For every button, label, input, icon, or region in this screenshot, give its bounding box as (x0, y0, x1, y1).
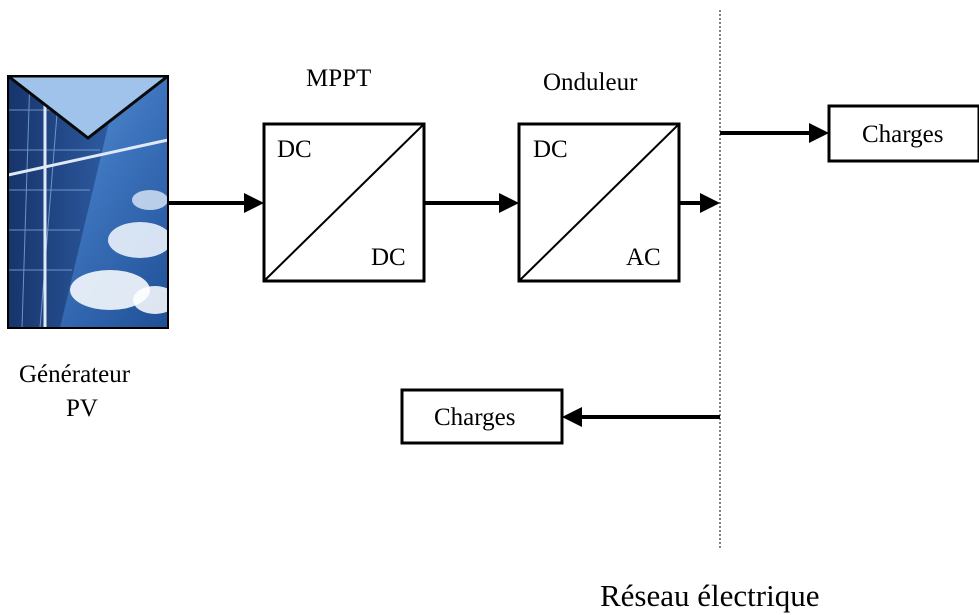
mppt-output-label: DC (371, 244, 406, 271)
arrow-inverter-to-grid (679, 193, 720, 213)
mppt-title: MPPT (306, 65, 372, 92)
arrow-mppt-to-inverter (424, 193, 519, 213)
loads-bottom-box (400, 388, 564, 445)
loads-top-box (827, 104, 979, 163)
arrow-pv-to-mppt (168, 193, 264, 213)
inverter-title: Onduleur (543, 69, 638, 96)
inverter-output-label: AC (626, 244, 661, 271)
mppt-converter (262, 122, 426, 283)
arrow-grid-to-loads-bottom (562, 407, 720, 427)
solar-panel-image (8, 76, 168, 328)
inverter-input-label: DC (533, 136, 568, 163)
pv-label-line2: PV (66, 395, 98, 422)
loads-bottom-label: Charges (434, 404, 516, 431)
pv-label-line1: Générateur (19, 361, 131, 388)
arrow-grid-to-loads-top (720, 123, 829, 143)
loads-top-label: Charges (862, 121, 944, 148)
mppt-input-label: DC (277, 136, 312, 163)
grid-label: Réseau électrique (600, 578, 820, 613)
